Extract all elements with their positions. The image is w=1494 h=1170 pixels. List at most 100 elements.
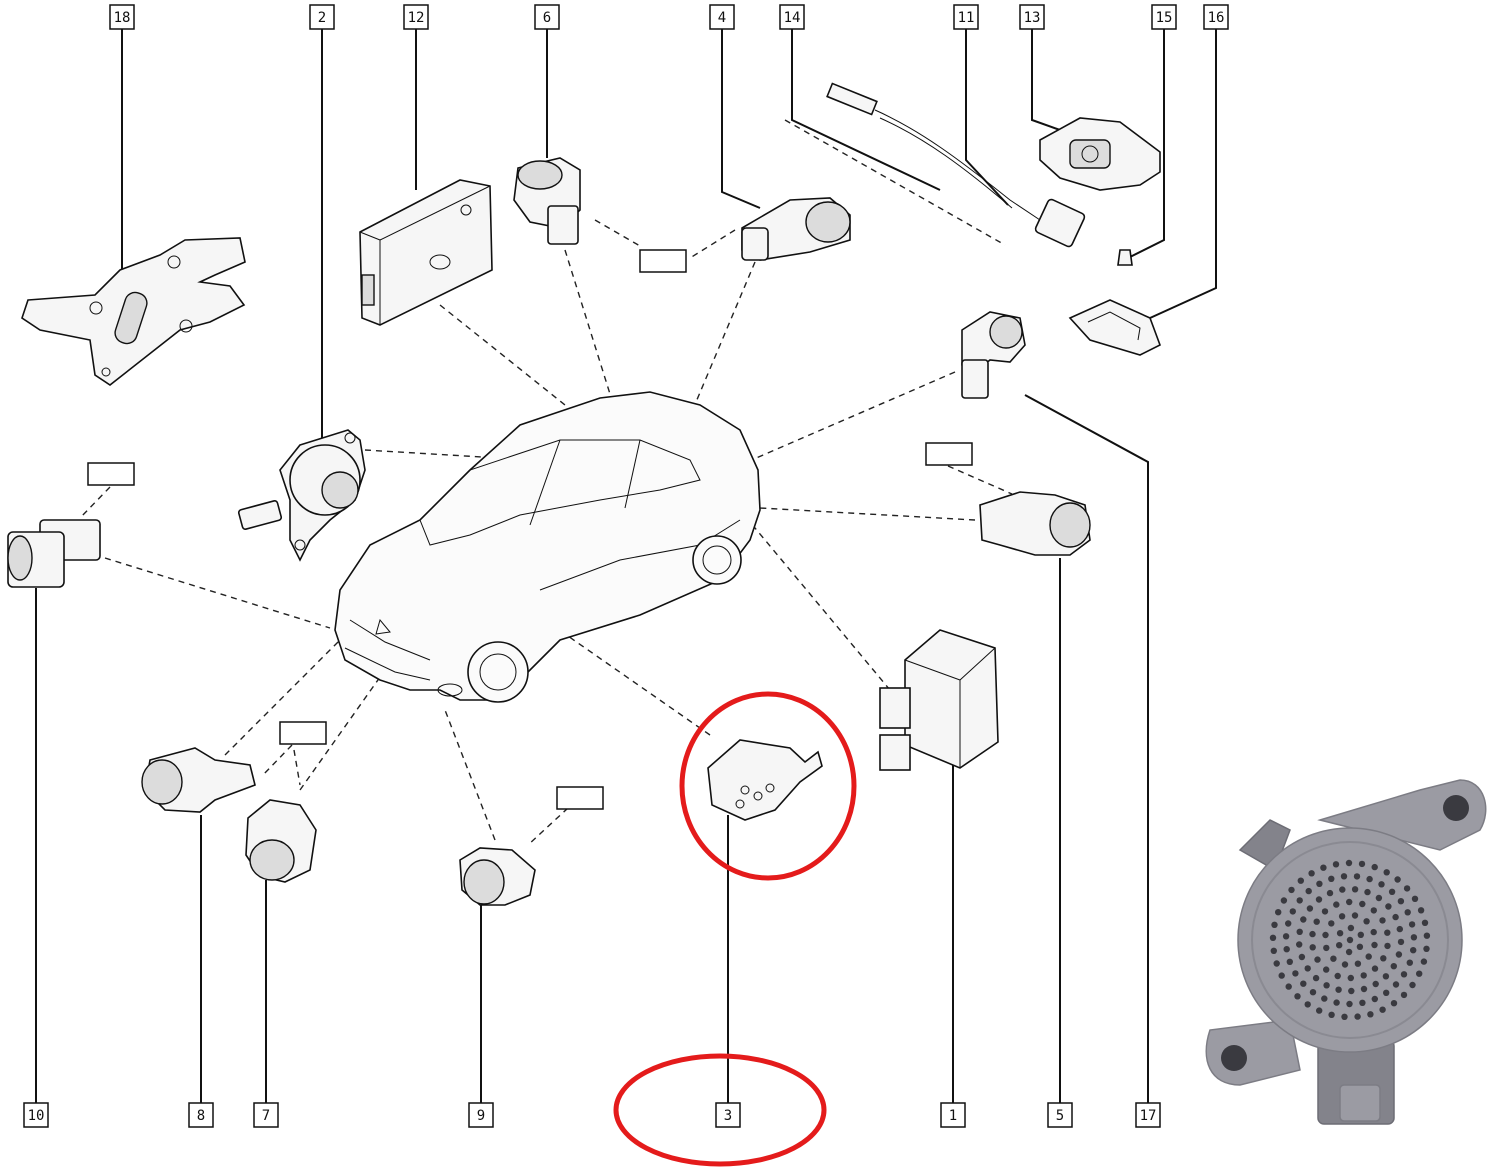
speaker-hole <box>1406 959 1414 966</box>
speaker-hole <box>1366 875 1373 883</box>
speaker-hole <box>1341 1013 1348 1020</box>
svg-text:4: 4 <box>718 10 726 26</box>
speaker-hole <box>1410 934 1418 941</box>
svg-text:2: 2 <box>318 10 326 26</box>
speaker-hole <box>1323 982 1330 989</box>
speaker-hole <box>1379 1006 1386 1013</box>
speaker-hole <box>1316 1007 1323 1014</box>
speaker-hole <box>1400 971 1408 978</box>
speaker-hole <box>1365 953 1372 960</box>
svg-text:6: 6 <box>543 10 551 26</box>
part-module-1 <box>879 629 999 771</box>
speaker-hole <box>1403 885 1411 892</box>
speaker-hole <box>1353 873 1361 880</box>
svg-text:8: 8 <box>197 1108 205 1124</box>
speaker-hole <box>1340 873 1348 880</box>
highlight-ellipse-part <box>679 691 857 881</box>
speaker-hole <box>1367 1011 1374 1018</box>
speaker-hole <box>1282 933 1290 940</box>
speaker-hole <box>1300 980 1307 987</box>
speaker-hole <box>1359 900 1366 908</box>
svg-text:11: 11 <box>958 10 975 26</box>
part-camera-housing <box>1039 117 1161 191</box>
speaker-hole <box>1358 860 1366 868</box>
speaker-hole <box>1397 898 1405 905</box>
speaker-hole <box>1348 987 1355 995</box>
speaker-hole <box>1336 942 1343 949</box>
callout-11: 11 <box>953 4 979 30</box>
speaker-hole <box>1336 930 1344 937</box>
speaker-hole <box>1360 972 1367 979</box>
speaker-hole <box>1400 991 1408 999</box>
callout-7: 7 <box>253 1102 279 1128</box>
speaker-hole <box>1390 963 1398 970</box>
speaker-hole <box>1371 965 1379 972</box>
speaker-hole <box>1359 999 1366 1006</box>
speaker-hole <box>1378 881 1385 888</box>
speaker-hole <box>1392 981 1400 988</box>
speaker-hole <box>1345 859 1353 867</box>
speaker-hole <box>1364 888 1371 896</box>
svg-text:15: 15 <box>1156 10 1173 26</box>
speaker-hole <box>1286 958 1294 965</box>
speaker-hole <box>1304 1001 1311 1008</box>
speaker-hole <box>1354 1013 1361 1020</box>
speaker-hole <box>1380 955 1387 962</box>
part-screw <box>1117 249 1133 266</box>
part-sensor-9 <box>459 847 536 906</box>
speaker-hole <box>1404 909 1411 916</box>
part-camera-cable <box>826 82 1086 248</box>
part-sensor-7 <box>245 799 317 883</box>
speaker-hole <box>1416 970 1423 977</box>
speaker-hole <box>1298 953 1306 961</box>
speaker-hole <box>1275 909 1282 916</box>
blank-label <box>279 721 327 745</box>
callout-14: 14 <box>779 4 805 30</box>
highlight-ellipse-callout <box>613 1053 827 1167</box>
speaker-hole <box>1300 916 1307 923</box>
part-trim-cover <box>1068 299 1161 356</box>
part-sensor-5 <box>979 491 1091 556</box>
speaker-hole <box>1360 985 1368 993</box>
speaker-hole <box>1396 925 1404 933</box>
speaker-hole <box>1354 960 1362 967</box>
part-sensor-8 <box>141 747 256 813</box>
highlight-marks <box>613 691 857 1167</box>
speaker-hole <box>1285 983 1292 990</box>
speaker-hole <box>1346 898 1353 906</box>
speaker-hole <box>1383 869 1390 876</box>
callouts-top: 18 2 12 6 4 14 11 13 15 16 <box>109 4 1229 30</box>
part-buzzer-drawing <box>237 429 366 562</box>
speaker-hole <box>1309 989 1317 996</box>
speaker-hole <box>1314 956 1321 963</box>
svg-text:16: 16 <box>1208 10 1225 26</box>
speaker-hole <box>1351 912 1359 919</box>
speaker-hole <box>1280 897 1288 904</box>
speaker-hole <box>1347 974 1355 982</box>
callout-5: 5 <box>1047 1102 1073 1128</box>
callout-18: 18 <box>109 4 135 30</box>
speaker-hole <box>1328 875 1335 882</box>
speaker-hole <box>1371 995 1379 1003</box>
speaker-hole <box>1294 993 1301 1000</box>
speaker-hole <box>1285 920 1292 927</box>
callout-15: 15 <box>1151 4 1177 30</box>
speaker-hole <box>1320 864 1327 871</box>
callout-9: 9 <box>468 1102 494 1128</box>
speaker-hole <box>1388 888 1396 895</box>
speaker-hole <box>1411 895 1419 902</box>
speaker-hole <box>1333 901 1340 908</box>
speaker-hole <box>1313 918 1320 925</box>
speaker-hole <box>1278 972 1285 979</box>
car-illustration <box>334 391 761 703</box>
part-sensor-17 <box>961 311 1026 399</box>
callout-17: 17 <box>1135 1102 1161 1128</box>
callout-8: 8 <box>188 1102 214 1128</box>
speaker-hole <box>1409 981 1416 989</box>
callout-6: 6 <box>534 4 560 30</box>
speaker-hole <box>1397 938 1405 946</box>
speaker-hole <box>1321 908 1329 915</box>
speaker-hole <box>1375 894 1383 902</box>
